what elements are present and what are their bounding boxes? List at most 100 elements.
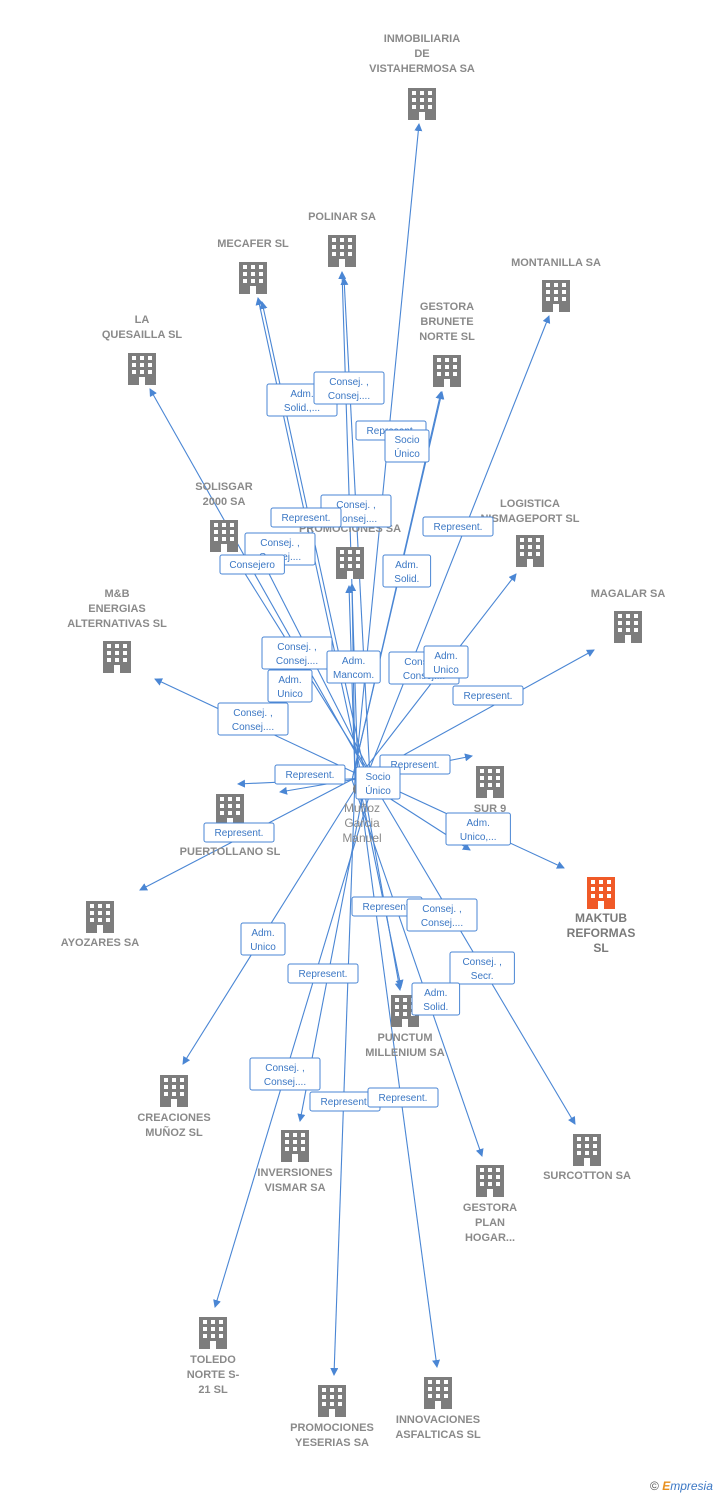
relation-label-text: Represent. (321, 1097, 370, 1108)
company-name-line: MILLENIUM SA (365, 1047, 444, 1059)
relation-label[interactable]: Adm.Unico,... (445, 812, 511, 846)
company-name-line: LOGISTICA (500, 498, 560, 510)
company-name-line: PROMOCIONES (290, 1422, 374, 1434)
relation-label[interactable]: Consej. , Consej.... (406, 898, 478, 932)
relation-label-text: Consej. , (462, 957, 501, 968)
relation-label-text: Represent. (379, 1093, 428, 1104)
company-name-line: SOLISGAR (195, 481, 253, 493)
company-node-surcotton[interactable]: SURCOTTON SA (543, 1134, 631, 1182)
relation-edge (361, 777, 403, 991)
edges-layer (139, 123, 595, 1376)
company-node-magalar[interactable]: MAGALAR SA (591, 588, 666, 643)
company-name-line: 21 SL (198, 1384, 228, 1396)
company-name-line: AYOZARES SA (61, 937, 140, 949)
company-node-polinar[interactable]: POLINAR SA (308, 211, 376, 267)
relation-edge (369, 777, 576, 1125)
building-icon (433, 355, 461, 387)
relation-label-text: Consej. , (277, 642, 316, 653)
company-node-puertollano[interactable]: PUERTOLLANO SL (180, 794, 281, 858)
company-name-line: YESERIAS SA (295, 1437, 369, 1449)
relation-label[interactable]: Represent. (287, 963, 359, 984)
company-name-line: 2000 SA (203, 496, 246, 508)
building-icon (408, 88, 436, 120)
company-name-line: QUESAILLA SL (102, 329, 183, 341)
company-node-montanilla[interactable]: MONTANILLA SA (511, 257, 601, 312)
relation-label[interactable]: Represent. (274, 764, 346, 785)
relation-label[interactable]: Consej. ,Consej.... (261, 636, 333, 670)
brand-logo-text: mpresia (670, 1479, 713, 1493)
relation-label-text: Represent. (282, 513, 331, 524)
relation-label-text: Consej. , (336, 500, 375, 511)
building-icon (542, 280, 570, 312)
relation-label[interactable]: Represent. (367, 1087, 439, 1108)
company-name-line: GESTORA (463, 1202, 517, 1214)
relation-label-text: Represent. (464, 691, 513, 702)
relation-label[interactable]: Consej. ,Consej.... (313, 371, 385, 405)
company-node-mecafer[interactable]: MECAFER SL (217, 238, 289, 294)
relation-label-text: Represent. (391, 760, 440, 771)
building-icon (614, 611, 642, 643)
company-node-logistica[interactable]: LOGISTICA NISMAGEPORT SL (480, 498, 580, 567)
relation-label[interactable]: Represent. (422, 516, 494, 537)
relation-label-text: Represent. (286, 770, 335, 781)
building-icon (336, 547, 364, 579)
building-icon (128, 353, 156, 385)
relation-label-text: Socio (394, 435, 419, 446)
relation-label[interactable]: Adm. Unico (240, 922, 286, 956)
relation-label[interactable]: Consej. ,Consej.... (217, 702, 289, 736)
relation-label-text: Consejero (229, 560, 275, 571)
building-icon (210, 520, 238, 552)
relation-label-text: Adm. (278, 675, 301, 686)
relation-label-text: Solid. (394, 574, 419, 585)
empresia-brand[interactable]: © Empresia (650, 1479, 713, 1493)
company-name-line: SURCOTTON SA (543, 1170, 631, 1182)
relation-label[interactable]: Consej. ,Secr. (449, 951, 515, 985)
company-node-solisgar[interactable]: SOLISGAR 2000 SA (195, 481, 253, 552)
relation-label-text: Adm. (251, 928, 274, 939)
company-name-line: GESTORA (420, 301, 474, 313)
building-icon (476, 766, 504, 798)
relation-label[interactable]: Adm.Solid. (382, 554, 432, 588)
company-node-yeserias[interactable]: PROMOCIONES YESERIAS SA (290, 1385, 374, 1449)
company-name-line: NISMAGEPORT SL (480, 513, 579, 525)
relation-label-text: Consej. , (265, 1063, 304, 1074)
relation-label[interactable]: Represent. (452, 685, 524, 706)
relation-label-text: Unico (250, 942, 276, 953)
relation-label-text: Solid.,... (284, 403, 320, 414)
relation-label[interactable]: Consejero (219, 554, 285, 575)
relation-label[interactable]: Adm.Solid. (411, 982, 461, 1016)
relation-label[interactable]: Adm.Unico (423, 645, 469, 679)
relation-edge (149, 388, 371, 779)
relation-label[interactable]: Represent. (203, 822, 275, 843)
relation-label[interactable]: Represent. (270, 507, 342, 528)
relation-label[interactable]: Adm.Mancom. (326, 650, 381, 684)
relation-label-text: Adm. (467, 818, 490, 829)
company-name-line: CREACIONES (137, 1112, 210, 1124)
relation-label[interactable]: Consej. ,Consej.... (249, 1057, 321, 1091)
relation-label-text: Consej. , (422, 904, 461, 915)
relation-edge (357, 777, 441, 1368)
building-icon (281, 1130, 309, 1162)
relation-edge (357, 777, 404, 988)
company-name-line: ASFALTICAS SL (395, 1429, 481, 1441)
company-name-line: NORTE S- (187, 1369, 240, 1381)
company-name-line: POLINAR SA (308, 211, 376, 223)
company-node-gestoraplan[interactable]: GESTORAPLANHOGAR... (463, 1165, 517, 1244)
company-node-ayozares[interactable]: AYOZARES SA (61, 901, 140, 949)
company-name-line: SUR 9 (474, 803, 506, 815)
relation-label[interactable]: Adm.Unico (267, 669, 313, 703)
building-icon (424, 1377, 452, 1409)
relation-label-text: Consej.... (421, 918, 463, 929)
